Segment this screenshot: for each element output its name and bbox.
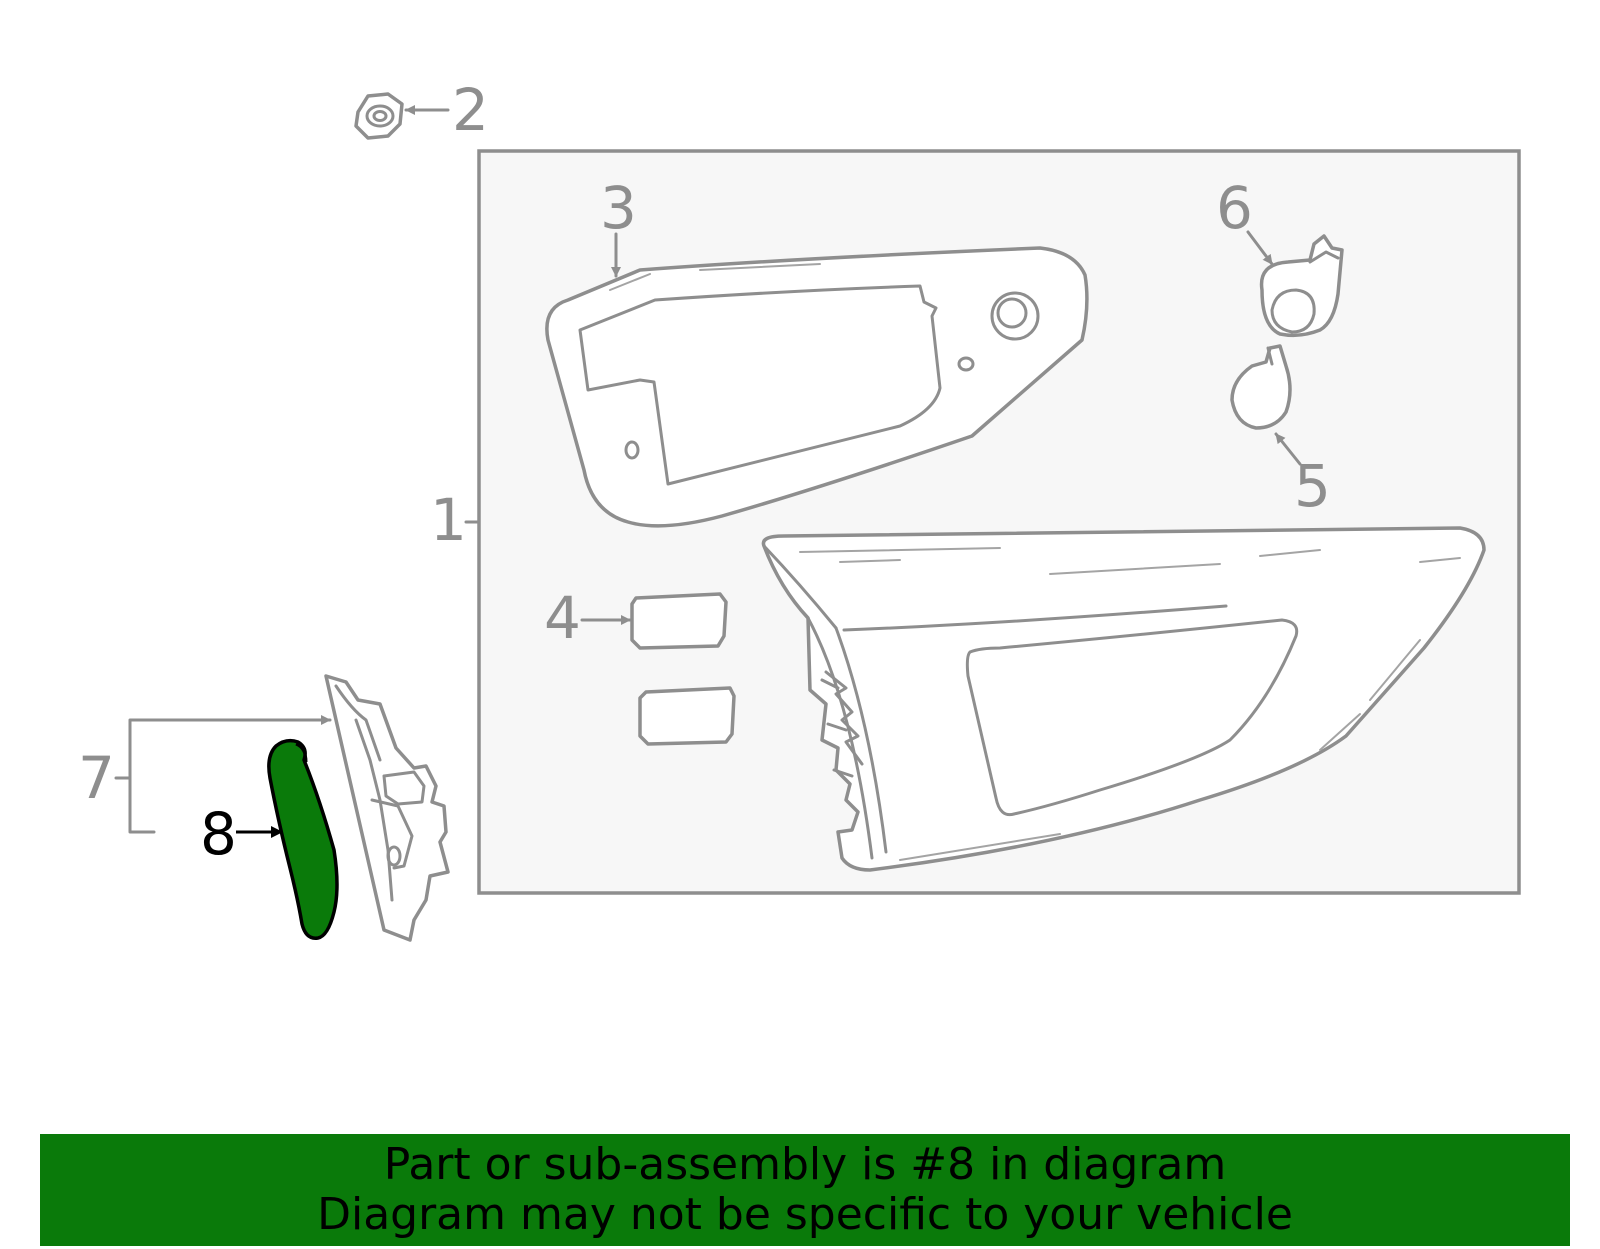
reflector-part-8 (267, 738, 339, 940)
leader-7 (128, 715, 332, 834)
gasket-part-3 (545, 246, 1089, 528)
leader-5 (1274, 432, 1302, 466)
callout-5: 5 (1294, 452, 1331, 520)
callout-8: 8 (200, 800, 237, 868)
lamp-housing (761, 526, 1486, 872)
callout-1: 1 (430, 486, 467, 554)
socket-part-6 (1259, 234, 1344, 338)
lens-part-4 (630, 592, 736, 746)
banner-line-1: Part or sub-assembly is #8 in diagram (383, 1139, 1227, 1190)
bulb-part-5 (1230, 344, 1292, 430)
callout-7: 7 (78, 744, 115, 812)
nut-part-2 (354, 92, 404, 140)
notice-banner: Part or sub-assembly is #8 in diagram Di… (40, 1134, 1570, 1246)
side-assembly-part-7 (324, 674, 450, 942)
banner-line-2: Diagram may not be specific to your vehi… (317, 1189, 1293, 1240)
leader-6 (1246, 230, 1274, 266)
callout-6: 6 (1216, 174, 1253, 242)
callout-2: 2 (452, 76, 489, 144)
callout-4: 4 (544, 584, 581, 652)
callout-3: 3 (600, 174, 637, 242)
